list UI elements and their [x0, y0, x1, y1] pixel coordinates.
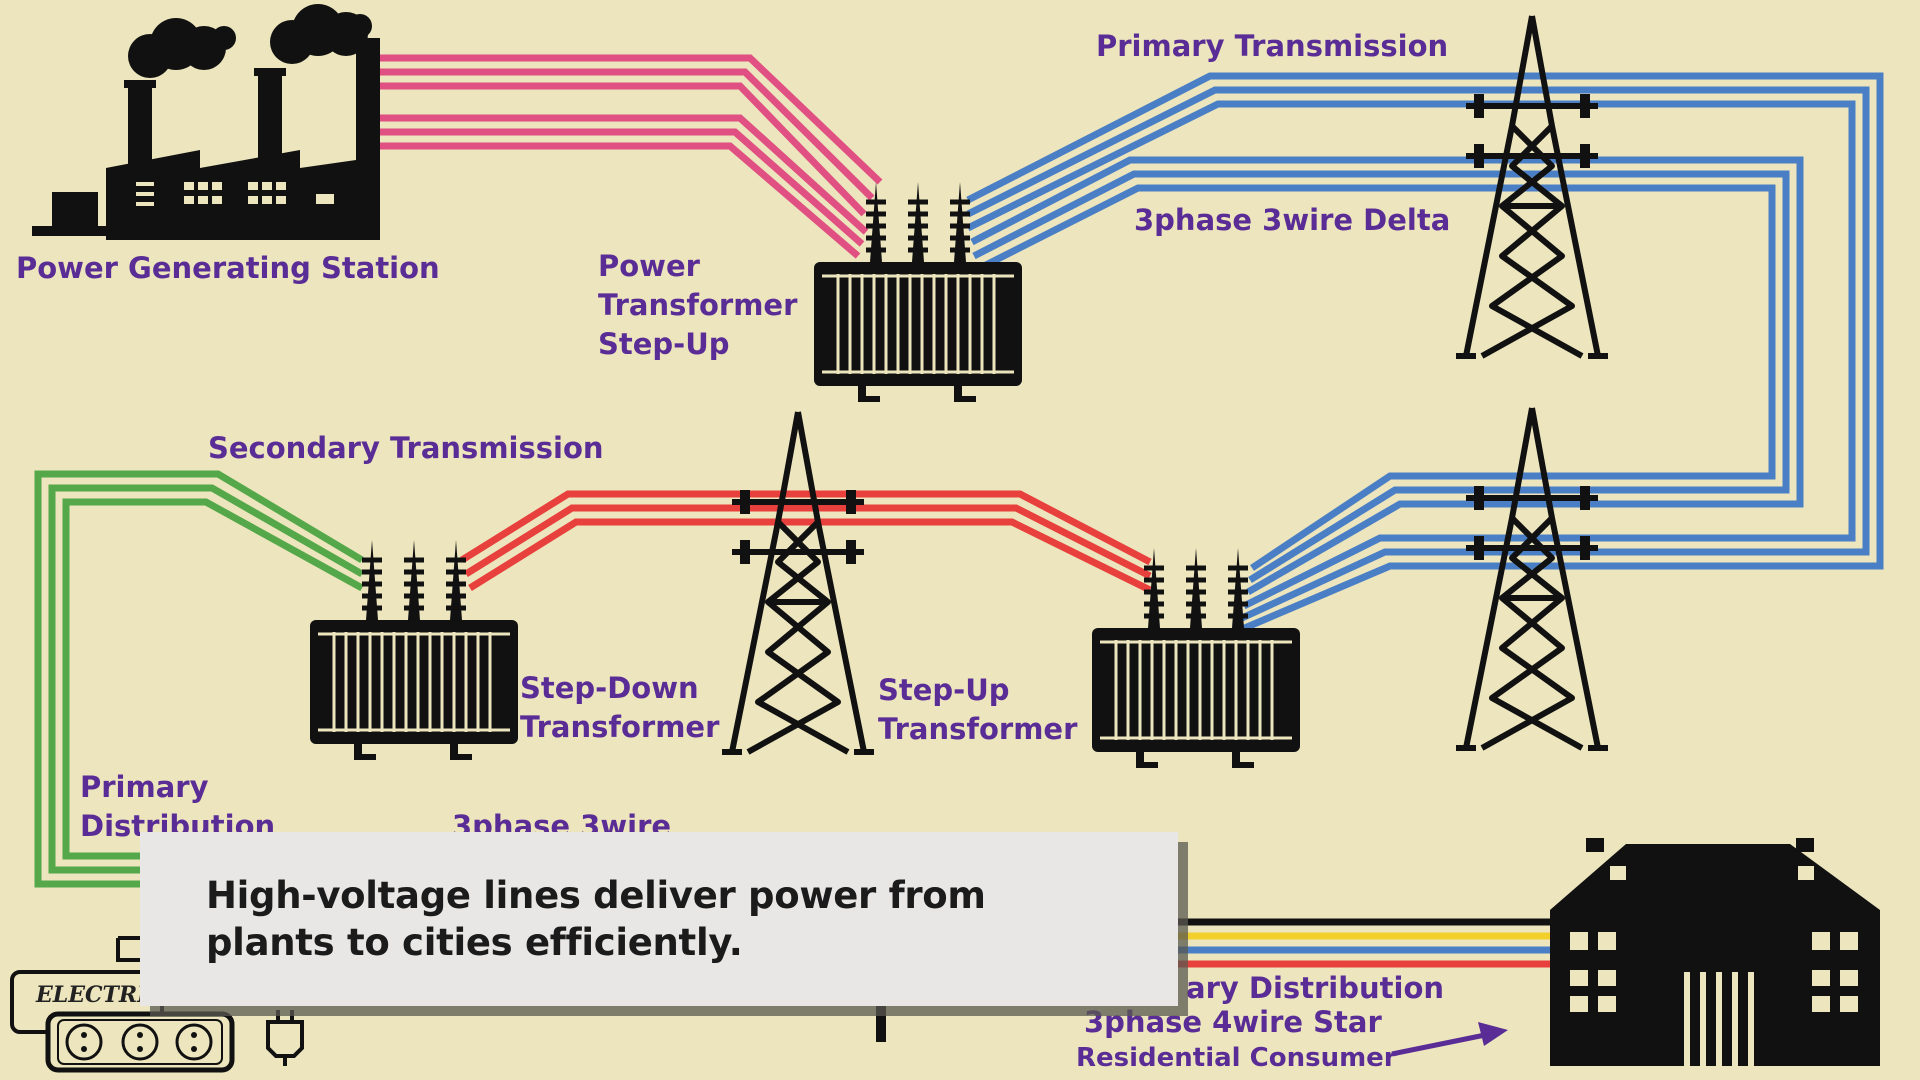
- transmission-tower-icon: [1456, 408, 1608, 748]
- house-icon: [1550, 838, 1880, 1066]
- caption-text: High-voltage lines deliver power from pl…: [206, 874, 986, 964]
- secondary-distribution-label: ary Distribution: [1186, 971, 1444, 1005]
- caption-box: High-voltage lines deliver power from pl…: [140, 832, 1178, 1006]
- arrow-icon: [1391, 1022, 1508, 1057]
- step-down-label-line2: Transformer: [520, 710, 720, 744]
- secondary-transmission-label: Secondary Transmission: [208, 431, 604, 465]
- power-transformer-label-line3: Step-Up: [598, 327, 730, 361]
- power-transformer-label-line1: Power: [598, 249, 701, 283]
- step-up-label-line2: Transformer: [878, 712, 1078, 746]
- generation-lines: [378, 54, 883, 259]
- transmission-tower-icon: [722, 412, 874, 752]
- primary-transmission-label: Primary Transmission: [1096, 29, 1448, 63]
- power-strip-icon: ELECTRI: [10, 936, 235, 1073]
- step-down-label-line1: Step-Down: [520, 671, 699, 705]
- factory-icon: [32, 4, 380, 240]
- delta-label: 3phase 3wire Delta: [1134, 203, 1450, 237]
- plug-icon: [266, 1010, 304, 1066]
- power-transformer-label-line2: Transformer: [598, 288, 798, 322]
- step-up-label-line1: Step-Up: [878, 673, 1010, 707]
- primary-distribution-lines: [34, 470, 364, 888]
- strip-brand-label: ELECTRI: [35, 982, 148, 1008]
- secondary-distribution-lines: [1150, 918, 1556, 968]
- pole-stub: [876, 1004, 886, 1042]
- primary-transmission-lines: [966, 72, 1884, 634]
- residential-label: Residential Consumer: [1076, 1043, 1397, 1073]
- star-label: 3phase 4wire Star: [1084, 1005, 1382, 1039]
- secondary-transmission-lines: [460, 490, 1152, 594]
- power-station-label: Power Generating Station: [16, 251, 440, 285]
- primary-distribution-label-line1: Primary: [80, 770, 209, 804]
